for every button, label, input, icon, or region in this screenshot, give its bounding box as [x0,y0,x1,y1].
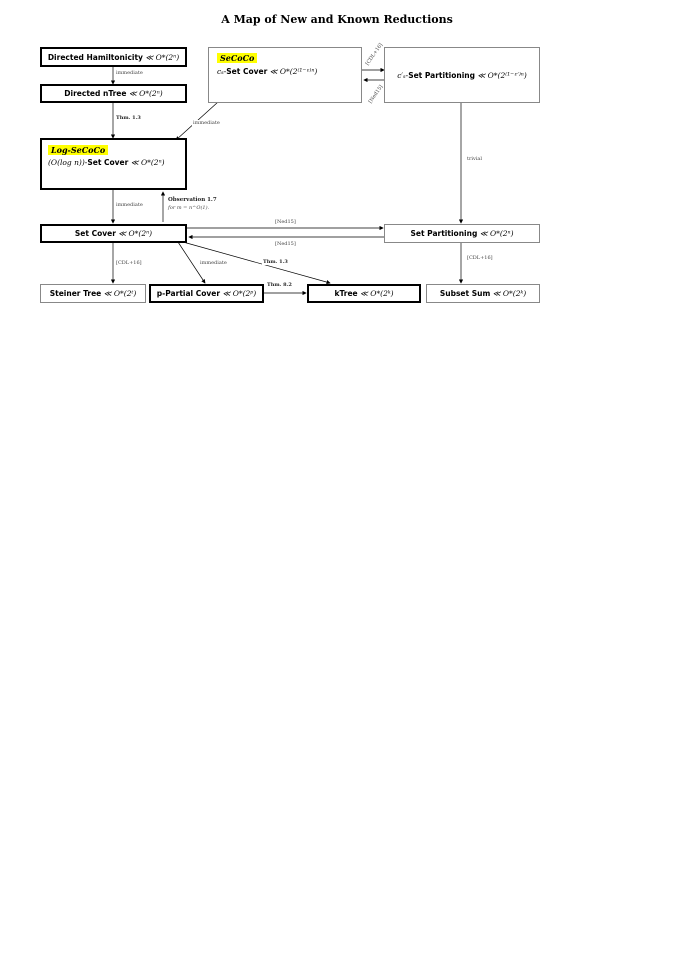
box-bound: ≪ O*(2ⁿ) [128,89,163,98]
edge-label-ntree-log: Thm. 1.3 [115,115,142,121]
box-bound: ≪ O*(2ⁿ) [479,229,514,238]
box-name: kTree [334,289,358,298]
box-bound: ≪ O*(2ᵖ) [222,289,257,298]
highlight-tag: Log-SeCoCo [48,145,109,155]
box-name: Directed Hamiltonicity [47,52,143,62]
edge-label-thm-ktree: Thm. 1.3 [262,259,289,265]
box-steiner-tree: Steiner Tree ≪ O*(2ᵗ) [40,284,146,303]
box-bound: ≪ O*(2ᵏ) [492,289,527,298]
diagram-title: A Map of New and Known Reductions [221,13,453,26]
box-name: Set Partitioning [410,229,478,238]
box-bound: ≪ O*(2⁽¹⁻ᵋ⁾ⁿ) [269,67,318,76]
box-log-secoco: Log-SeCoCo (O(log n))-Set Cover ≪ O*(2ⁿ) [40,138,187,190]
box-bound: ≪ O*(2⁽¹⁻ᵋ′⁾ⁿ) [477,70,527,80]
box-secoco: SeCoCo cₛ-Set Cover ≪ O*(2⁽¹⁻ᵋ⁾ⁿ) [208,47,362,103]
edge-label-ham-ntree: immediate [115,70,144,76]
arrow-setcover-to-ktree [182,241,331,285]
edge-label-observation: Observation 1.7 [167,197,218,203]
edge-label-secoco-log: immediate [192,120,221,126]
box-set-partitioning: Set Partitioning ≪ O*(2ⁿ) [384,224,540,243]
box-name: Steiner Tree [49,289,102,298]
edge-label-ned-right: [Ned15] [274,219,297,225]
box-name: Directed nTree [64,89,127,98]
box-name: Set Partitioning [408,70,476,80]
edge-label-immediate-ppartial: immediate [199,260,228,266]
box-prefix: cₛ- [217,67,227,76]
box-directed-ntree: Directed nTree ≪ O*(2ⁿ) [40,84,187,103]
box-set-partitioning-cs: c′ₛ-Set Partitioning ≪ O*(2⁽¹⁻ᵋ′⁾ⁿ) [384,47,540,103]
box-name: Set Cover [226,67,268,76]
highlight-tag: SeCoCo [217,53,258,63]
box-bound: ≪ O*(2ᵏ) [360,289,394,298]
edge-label-ned-left: [Ned15] [274,241,297,247]
box-prefix: c′ₛ- [397,70,409,80]
edge-label-trivial: trivial [466,156,484,162]
box-p-partial-cover: p-Partial Cover ≪ O*(2ᵖ) [149,284,264,303]
box-bound: ≪ O*(2ⁿ) [118,229,153,238]
edge-label-log-setcover: immediate [115,202,144,208]
edge-label-cdl-subset: [CDL+16] [466,255,494,261]
box-subset-sum: Subset Sum ≪ O*(2ᵏ) [426,284,540,303]
box-directed-hamiltonicity: Directed Hamiltonicity ≪ O*(2ⁿ) [40,47,187,67]
box-name: Set Cover [87,158,129,167]
box-bound: ≪ O*(2ⁿ) [130,158,165,167]
arrow-setcover-to-ppartial [177,241,206,284]
box-bound: ≪ O*(2ⁿ) [145,52,180,62]
edge-label-thm-pp-ktree: Thm. 8.2 [267,282,292,288]
edge-label-cdl-steiner: [CDL+16] [115,260,143,266]
edge-label-observation-condition: for m = n^O(1). [167,205,211,211]
box-prefix: (O(log n))- [48,158,88,167]
box-bound: ≪ O*(2ᵗ) [103,289,137,298]
box-name: Subset Sum [439,289,491,298]
box-name: p-Partial Cover [156,289,221,298]
box-name: Set Cover [74,229,116,238]
box-set-cover: Set Cover ≪ O*(2ⁿ) [40,224,187,243]
box-ktree: kTree ≪ O*(2ᵏ) [307,284,421,303]
